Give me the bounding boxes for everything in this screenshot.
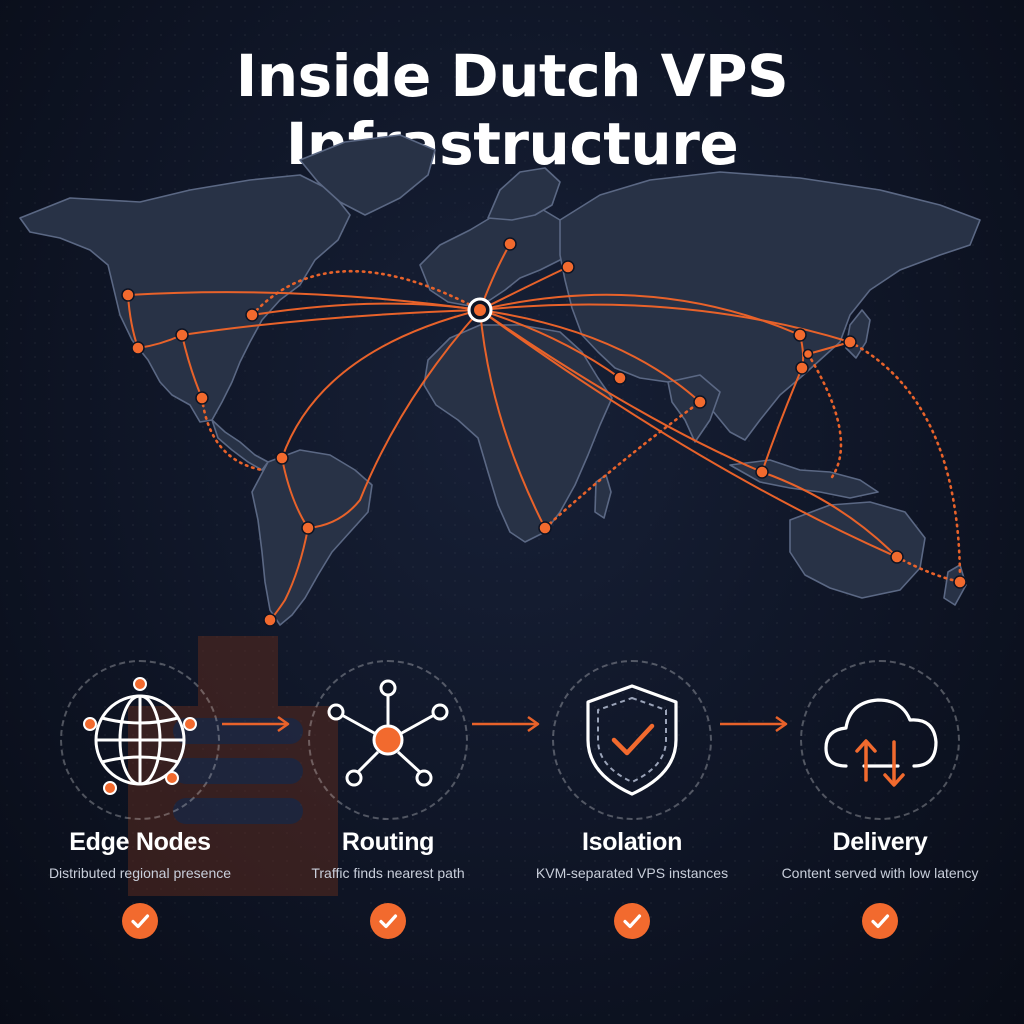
globe-network-icon (83, 677, 197, 795)
hub-amsterdam-node (474, 304, 486, 316)
step-delivery: Delivery Content served with low latency (760, 660, 1000, 960)
node-south-america-north (275, 451, 289, 465)
route-singapore-australia (761, 471, 898, 558)
node-hong-kong (795, 361, 809, 375)
route-amsterdam-india (479, 309, 701, 403)
cloud-transfer-icon (824, 698, 938, 787)
check-icon (131, 914, 150, 929)
australia-landmass (789, 501, 926, 599)
node-middle-east (613, 371, 627, 385)
node-india (693, 395, 707, 409)
node-japan (843, 335, 857, 349)
step-description: Traffic finds nearest path (311, 865, 465, 881)
status-check-badge (614, 903, 650, 939)
route-asia-pacific-inner (806, 352, 843, 482)
step-label: Edge Nodes (69, 828, 211, 856)
step-description: Content served with low latency (781, 865, 979, 881)
step-icon-frame (800, 660, 960, 820)
route-caribbean-arc (200, 396, 264, 472)
step-edge-nodes: Edge Nodes Distributed regional presence (20, 660, 260, 960)
route-amsterdam-australia (479, 309, 898, 558)
arrow-right-icon (720, 715, 788, 733)
network-nodes (121, 237, 967, 627)
node-russia (561, 260, 575, 274)
route-hk-singapore (761, 367, 803, 473)
shield-check-icon (586, 684, 678, 796)
route-sa-chain (269, 457, 310, 621)
step-icon-frame (552, 660, 712, 820)
node-singapore (755, 465, 769, 479)
node-north-america-west (121, 288, 135, 302)
step-description: KVM-separated VPS instances (535, 865, 729, 881)
route-amsterdam-singapore (479, 309, 763, 473)
africa-landmass (423, 324, 613, 543)
scandinavia-landmass (487, 167, 561, 221)
step-label: Routing (341, 828, 435, 856)
check-icon (623, 914, 642, 929)
arrow-right-icon (222, 715, 290, 733)
north-america-landmass (19, 174, 351, 423)
step-icon-frame (60, 660, 220, 820)
greenland-landmass (299, 134, 436, 216)
indonesia-landmass (729, 459, 879, 499)
route-greenland-arc (250, 269, 482, 317)
node-north-america-east (245, 308, 259, 322)
node-south-america-central (301, 521, 315, 535)
status-check-badge (370, 903, 406, 939)
node-mexico (195, 391, 209, 405)
route-amsterdam-na-east (251, 302, 481, 316)
route-amsterdam-sa-north (281, 309, 481, 459)
south-america-landmass (251, 449, 373, 626)
madagascar-landmass (594, 474, 612, 519)
route-amsterdam-middle-east (479, 309, 621, 379)
step-label: Isolation (581, 828, 683, 856)
node-north-america-southwest (131, 341, 145, 355)
node-china (793, 328, 807, 342)
network-hub-icon (327, 679, 449, 787)
node-scandinavia (503, 237, 517, 251)
check-icon (871, 914, 890, 929)
node-south-africa (538, 521, 552, 535)
node-north-america-central (175, 328, 189, 342)
route-japan-pacific (848, 340, 962, 584)
europe-landmass (419, 207, 573, 307)
node-australia (890, 550, 904, 564)
route-amsterdam-japan (479, 303, 851, 343)
india-landmass (667, 374, 721, 443)
status-check-badge (122, 903, 158, 939)
process-steps: Edge Nodes Distributed regional presence (0, 660, 1024, 960)
world-network-map (19, 134, 981, 627)
route-australia-nz (895, 555, 962, 584)
step-isolation: Isolation KVM-separated VPS instances (512, 660, 752, 960)
step-label: Delivery (832, 828, 928, 856)
status-check-badge (862, 903, 898, 939)
route-amsterdam-sa-south (307, 309, 481, 529)
check-icon (379, 914, 398, 929)
step-icon-frame (308, 660, 468, 820)
step-description: Distributed regional presence (48, 865, 232, 881)
node-south-america-south (263, 613, 277, 627)
node-new-zealand (953, 575, 967, 589)
arrow-right-icon (472, 715, 540, 733)
continents (19, 134, 981, 626)
step-routing: Routing Traffic finds nearest path (268, 660, 508, 960)
asia-landmass (559, 171, 981, 441)
route-amsterdam-na-central (181, 309, 481, 336)
node-korea (802, 348, 814, 360)
route-south-africa-east (543, 400, 702, 530)
route-amsterdam-south-africa (479, 309, 546, 529)
